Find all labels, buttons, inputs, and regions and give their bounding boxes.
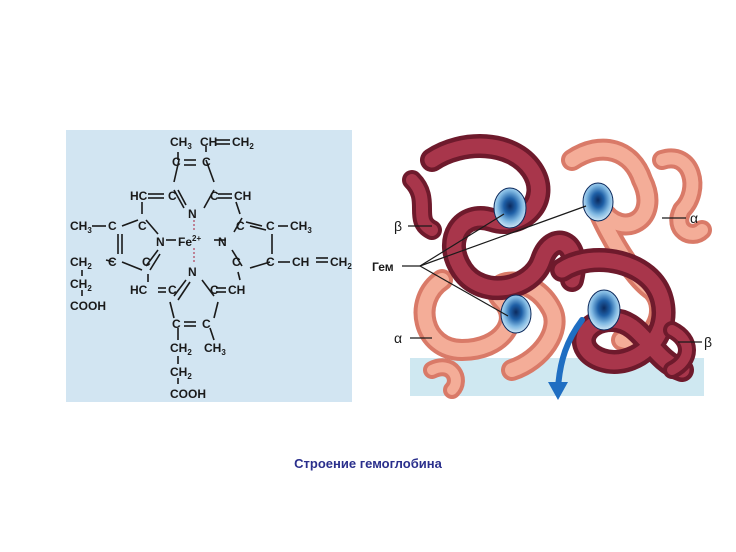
- svg-text:C: C: [108, 219, 117, 233]
- svg-text:C: C: [168, 283, 177, 297]
- hemoglobin-illustration: β α α β Гем: [372, 120, 722, 410]
- svg-text:CH3: CH3: [170, 135, 192, 151]
- svg-text:C: C: [210, 189, 219, 203]
- heme-bottom-cooh: COOH: [170, 387, 206, 401]
- figure-caption: Строение гемоглобина: [294, 456, 442, 471]
- svg-text:CH3: CH3: [290, 219, 312, 235]
- svg-text:CH2: CH2: [70, 255, 92, 271]
- svg-text:CH2: CH2: [170, 341, 192, 357]
- heme-eye-3: [500, 294, 532, 334]
- svg-text:C: C: [172, 155, 181, 169]
- heme-right-ch3: CH: [290, 219, 307, 233]
- chain-labels: β α α β Гем: [372, 210, 712, 350]
- svg-text:CH: CH: [228, 283, 245, 297]
- svg-text:CH2: CH2: [330, 255, 352, 271]
- svg-text:C: C: [266, 255, 275, 269]
- heme-bottom-ch2b: CH: [170, 365, 187, 379]
- svg-text:N: N: [156, 235, 165, 249]
- label-beta-right: β: [704, 334, 712, 350]
- heme-formula: CH3 CH CH2 C C HC C C CH N CH3 C C C C C…: [70, 135, 352, 401]
- svg-text:C: C: [266, 219, 275, 233]
- svg-text:C: C: [172, 317, 181, 331]
- svg-text:HC: HC: [130, 189, 148, 203]
- svg-text:C: C: [202, 155, 211, 169]
- svg-text:CH3: CH3: [204, 341, 226, 357]
- svg-text:N: N: [218, 235, 227, 249]
- svg-text:CH2: CH2: [70, 277, 92, 293]
- svg-text:C: C: [210, 283, 219, 297]
- heme-top-vinyl-ch2: CH: [232, 135, 249, 149]
- svg-text:CH3: CH3: [70, 219, 92, 235]
- heme-bottom-ch2a: CH: [170, 341, 187, 355]
- svg-text:N: N: [188, 207, 197, 221]
- svg-text:C: C: [236, 219, 245, 233]
- heme-atom-labels: CH3 CH CH2 C C HC C C CH N CH3 C C C C C…: [70, 135, 352, 401]
- heme-eye-4: [587, 289, 621, 331]
- svg-text:CH: CH: [234, 189, 251, 203]
- heme-right-vinyl-ch2: CH: [330, 255, 347, 269]
- svg-text:C: C: [232, 255, 241, 269]
- svg-text:CH2: CH2: [170, 365, 192, 381]
- heme-eye-2: [582, 182, 614, 222]
- svg-text:C: C: [142, 255, 151, 269]
- heme-top-ch3: CH: [170, 135, 187, 149]
- heme-fe: Fe2+: [178, 234, 201, 249]
- heme-left-ch3: CH: [70, 219, 87, 233]
- beta-chains: [402, 134, 696, 382]
- heme-structure-panel: CH3 CH CH2 C C HC C C CH N CH3 C C C C C…: [66, 130, 352, 402]
- svg-text:C: C: [108, 255, 117, 269]
- heme-left-cooh: COOH: [70, 299, 106, 313]
- svg-text:C: C: [202, 317, 211, 331]
- heme-bottom-ch3: CH: [204, 341, 221, 355]
- heme-groups: [493, 182, 621, 334]
- label-alpha-right: α: [690, 210, 698, 226]
- svg-text:HC: HC: [130, 283, 148, 297]
- heme-right-vinyl-ch: CH: [292, 255, 309, 269]
- svg-text:C: C: [168, 189, 177, 203]
- heme-eye-1: [493, 187, 527, 229]
- arrow-head: [548, 382, 568, 400]
- hemoglobin-drawing: β α α β Гем: [372, 134, 712, 400]
- svg-text:N: N: [188, 265, 197, 279]
- heme-left-ch2a: CH: [70, 255, 87, 269]
- heme-left-ch2b: CH: [70, 277, 87, 291]
- svg-text:C: C: [138, 219, 147, 233]
- arrow-line: [555, 317, 585, 391]
- leader-lines: [402, 205, 702, 343]
- label-heme: Гем: [372, 260, 394, 274]
- label-beta-left: β: [394, 218, 402, 234]
- svg-text:CH: CH: [200, 135, 217, 149]
- label-alpha-left: α: [394, 330, 402, 346]
- svg-text:CH2: CH2: [232, 135, 254, 151]
